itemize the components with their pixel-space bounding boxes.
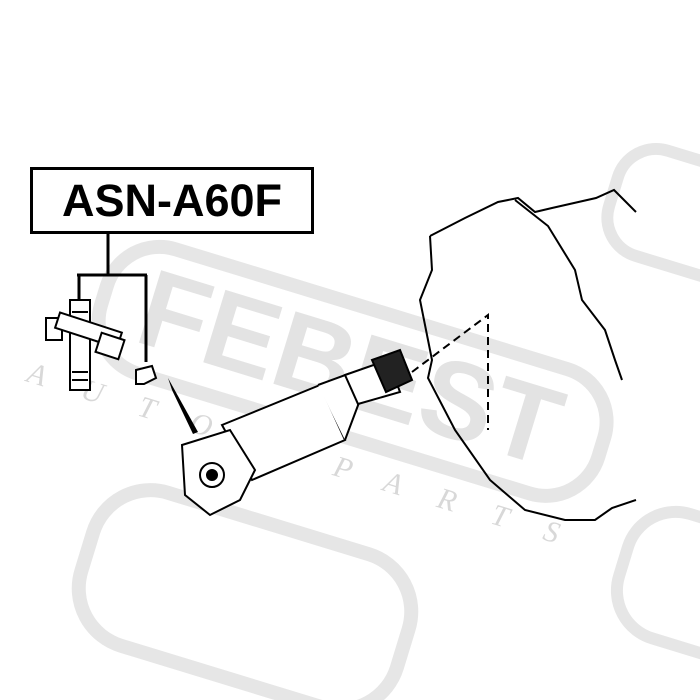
pointer-arrow-icon	[168, 378, 198, 434]
part-number-box: ASN-A60F	[30, 167, 314, 234]
watermark-corner-br	[610, 505, 700, 665]
grease-fitting-icon	[135, 364, 158, 385]
leader-lines	[77, 231, 148, 362]
watermark-corner-tr	[601, 142, 700, 288]
part-number-label: ASN-A60F	[61, 174, 283, 226]
drive-shaft-icon	[180, 348, 414, 517]
universal-joint-icon	[45, 299, 126, 391]
transmission-housing-icon	[411, 188, 637, 521]
watermark-corner-bl	[71, 483, 419, 700]
